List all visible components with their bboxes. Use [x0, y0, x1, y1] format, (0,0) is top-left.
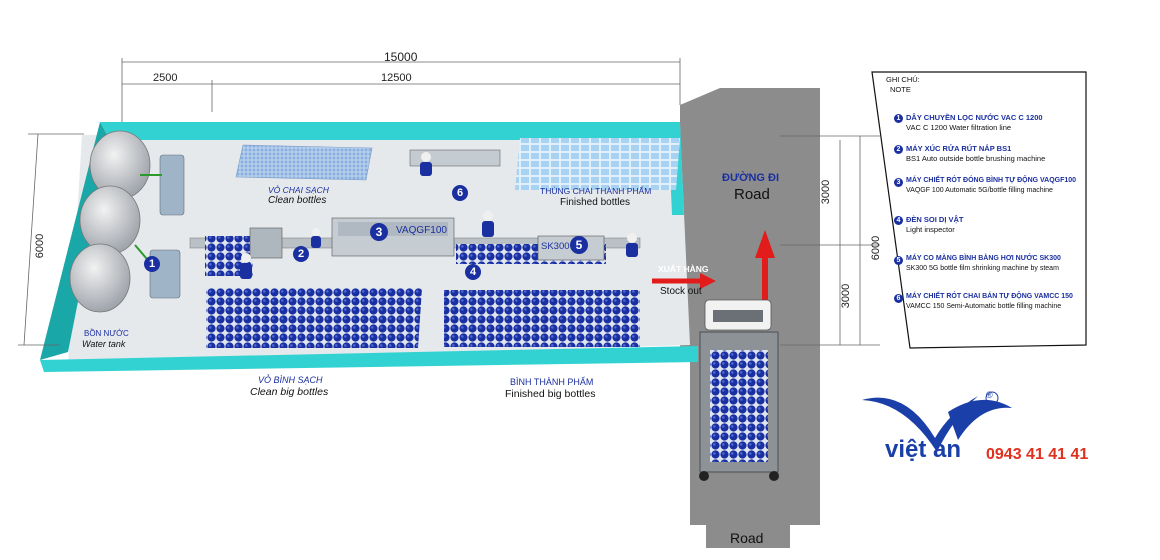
clean-bottles-label-vi: VỎ CHAI SẠCH: [268, 185, 329, 195]
note-title-en: BS1 Auto outside bottle brushing machine: [906, 154, 1046, 163]
road-label-vi: ĐƯỜNG ĐI: [722, 172, 780, 184]
note-title-vi: MÁY CHIẾT RÓT ĐÓNG BÌNH TỰ ĐỘNG VAQGF100: [906, 177, 1077, 184]
machine-3-badge: 3: [370, 223, 388, 241]
finished-big-bottles-label-en: Finished big bottles: [505, 388, 596, 400]
note-title-vi: MÁY CHIẾT RÓT CHAI BÁN TỰ ĐỘNG VAMCC 150: [906, 293, 1073, 300]
note-title-en: VAMCC 150 Semi-Automatic bottle filling …: [906, 303, 1062, 310]
road-arrow: [755, 230, 775, 305]
finished-bottles-label-en: Finished bottles: [560, 197, 631, 208]
dim-left-section: 2500: [153, 72, 178, 84]
machine-3-model-label: VAQGF100: [396, 225, 447, 236]
machine-4-badge: 4: [465, 264, 481, 280]
finished-big-bottles: [444, 290, 640, 347]
note-title-en: Light inspector: [906, 225, 955, 234]
brand-phone: 0943 41 41 41: [986, 446, 1089, 463]
note-number: 6: [894, 294, 903, 303]
wall-top: [100, 122, 680, 140]
dim-road-lower: 3000: [840, 283, 853, 309]
machine-1-badge: 1: [144, 256, 160, 272]
clean-big-bottles-label-en: Clean big bottles: [250, 386, 329, 398]
brand-registered-mark: ®: [986, 390, 993, 400]
stock-out-arrow: [652, 273, 716, 289]
note-title-en: VAC C 1200 Water filtration line: [906, 123, 1012, 132]
clean-bottles-label-en: Clean bottles: [268, 195, 327, 206]
note-title-vi: MÁY CO MÀNG BÌNH BẰNG HƠI NƯỚC SK300: [906, 255, 1061, 262]
note-title-vi: MÁY XÚC RỬA RÚT NẮP BS1: [906, 144, 1012, 153]
note-panel-frame: [871, 71, 1087, 349]
water-tank-label-vi: BỒN NƯỚC: [84, 329, 129, 338]
note-number: 1: [894, 114, 903, 123]
note-number: 3: [894, 178, 903, 187]
dim-total-length: 15000: [384, 50, 418, 64]
clean-big-bottles-label-vi: VỎ BÌNH SẠCH: [258, 375, 323, 385]
machine-6-body: [409, 149, 501, 167]
water-tank-label-en: Water tank: [82, 339, 126, 349]
notes-title-en: NOTE: [890, 85, 911, 94]
filtration-equipment: [134, 154, 185, 299]
dim-road-upper: 3000: [820, 179, 833, 205]
finished-big-bottles-label-vi: BÌNH THÀNH PHẨM: [510, 377, 594, 387]
wall-bottom: [40, 346, 698, 372]
note-title-en: VAQGF 100 Automatic 5G/bottle filling ma…: [906, 187, 1053, 194]
stock-out-label-vi: XUẤT HÀNG: [658, 264, 709, 274]
note-title-vi: DÂY CHUYỀN LỌC NƯỚC VAC C 1200: [906, 113, 1043, 122]
machine-6-badge: 6: [452, 185, 468, 201]
machine-5-badge: 5: [570, 236, 588, 254]
brand-name: việt an: [885, 436, 962, 463]
note-number: 2: [894, 145, 903, 154]
note-title-vi: ĐÈN SOI DỊ VẬT: [906, 215, 964, 224]
note-number: 5: [894, 256, 903, 265]
notes-title-vi: GHI CHÚ:: [886, 75, 920, 84]
dim-width: 6000: [34, 233, 47, 259]
bottom-road-label: Road: [730, 530, 764, 546]
water-tanks: [69, 130, 151, 313]
road-label-en: Road: [734, 186, 770, 203]
workers: [240, 152, 638, 279]
finished-bottles-label-vi: THÙNG CHAI THÀNH PHẨM: [540, 186, 652, 196]
stock-out-label-en: Stock out: [660, 286, 702, 297]
dim-right-section: 12500: [381, 72, 412, 84]
clean-big-bottles: [206, 288, 422, 348]
note-number: 4: [894, 216, 903, 225]
clean-bottles-rack: [235, 144, 373, 181]
note-title-en: SK300 5G bottle film shrinking machine b…: [906, 265, 1059, 272]
brand-logo-mark: [862, 391, 1012, 452]
wall-left: [40, 122, 110, 360]
truck: [699, 299, 779, 481]
machine-2-badge: 2: [293, 246, 309, 262]
dimension-lines: [18, 58, 880, 346]
finished-cartons: [515, 138, 680, 190]
machine-2-body: [249, 227, 283, 259]
notes-panel: GHI CHÚ: NOTE 1 DÂY CHUYỀN LỌC NƯỚC VAC …: [880, 72, 1080, 350]
machine-5-model-label: SK300: [541, 241, 570, 252]
